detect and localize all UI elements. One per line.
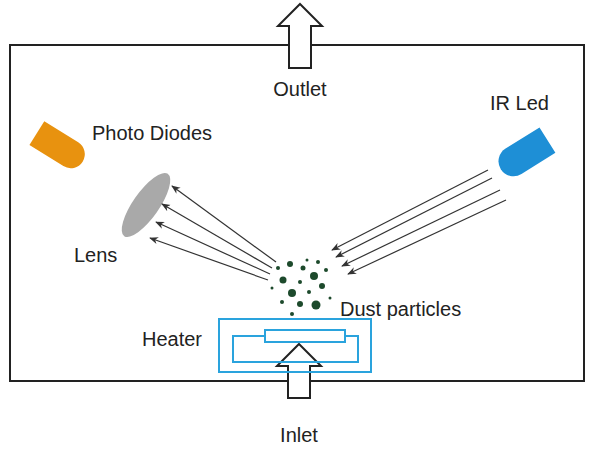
dust-label: Dust particles (340, 298, 461, 320)
incident-rays (332, 170, 506, 274)
heater-wiring (233, 330, 358, 362)
outlet-arrow (278, 4, 322, 68)
lens (114, 166, 179, 243)
ir-led (493, 127, 556, 182)
inlet-label: Inlet (280, 424, 318, 446)
inlet-arrow (277, 344, 321, 398)
outlet-label: Outlet (273, 78, 326, 100)
housing (10, 45, 584, 381)
heater-label: Heater (142, 328, 202, 350)
dust-particles (271, 259, 332, 317)
heater-box: Heater (218, 318, 372, 373)
led-label: IR Led (490, 92, 549, 114)
photodiode-label: Photo Diodes (92, 122, 212, 144)
scattered-rays (150, 186, 276, 280)
lens-label: Lens (74, 244, 117, 266)
photo-diode (29, 121, 90, 173)
